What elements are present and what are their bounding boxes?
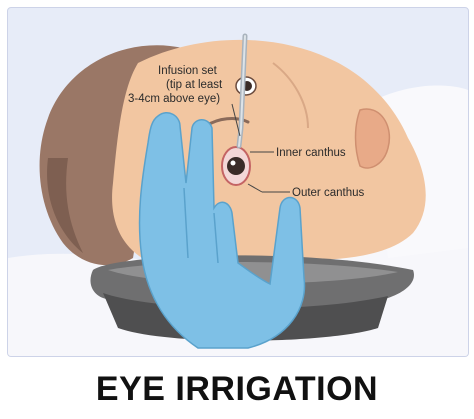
irrigated-eye bbox=[221, 146, 251, 186]
infusion-label-line1: Infusion set bbox=[158, 65, 218, 77]
illustration-frame: Infusion set (tip at least 3-4cm above e… bbox=[7, 7, 469, 357]
gloved-hand bbox=[138, 112, 306, 349]
outer-canthus-leader bbox=[247, 183, 263, 193]
eye-irrigation-illustration: Infusion set (tip at least 3-4cm above e… bbox=[8, 33, 468, 356]
ear bbox=[354, 108, 391, 169]
inner-canthus-label: Inner canthus bbox=[276, 147, 346, 159]
outer-canthus-label: Outer canthus bbox=[292, 187, 364, 199]
caption-title: EYE IRRIGATION bbox=[95, 370, 379, 408]
finger-lines bbox=[183, 187, 219, 264]
infusion-label-line3: 3-4cm above eye) bbox=[128, 93, 220, 105]
infusion-leader bbox=[231, 103, 241, 137]
infusion-set bbox=[236, 33, 248, 149]
far-eye bbox=[235, 76, 257, 96]
nose-bridge bbox=[272, 62, 309, 129]
infusion-label-line2: (tip at least bbox=[166, 79, 223, 91]
hair-shadow bbox=[47, 158, 83, 253]
